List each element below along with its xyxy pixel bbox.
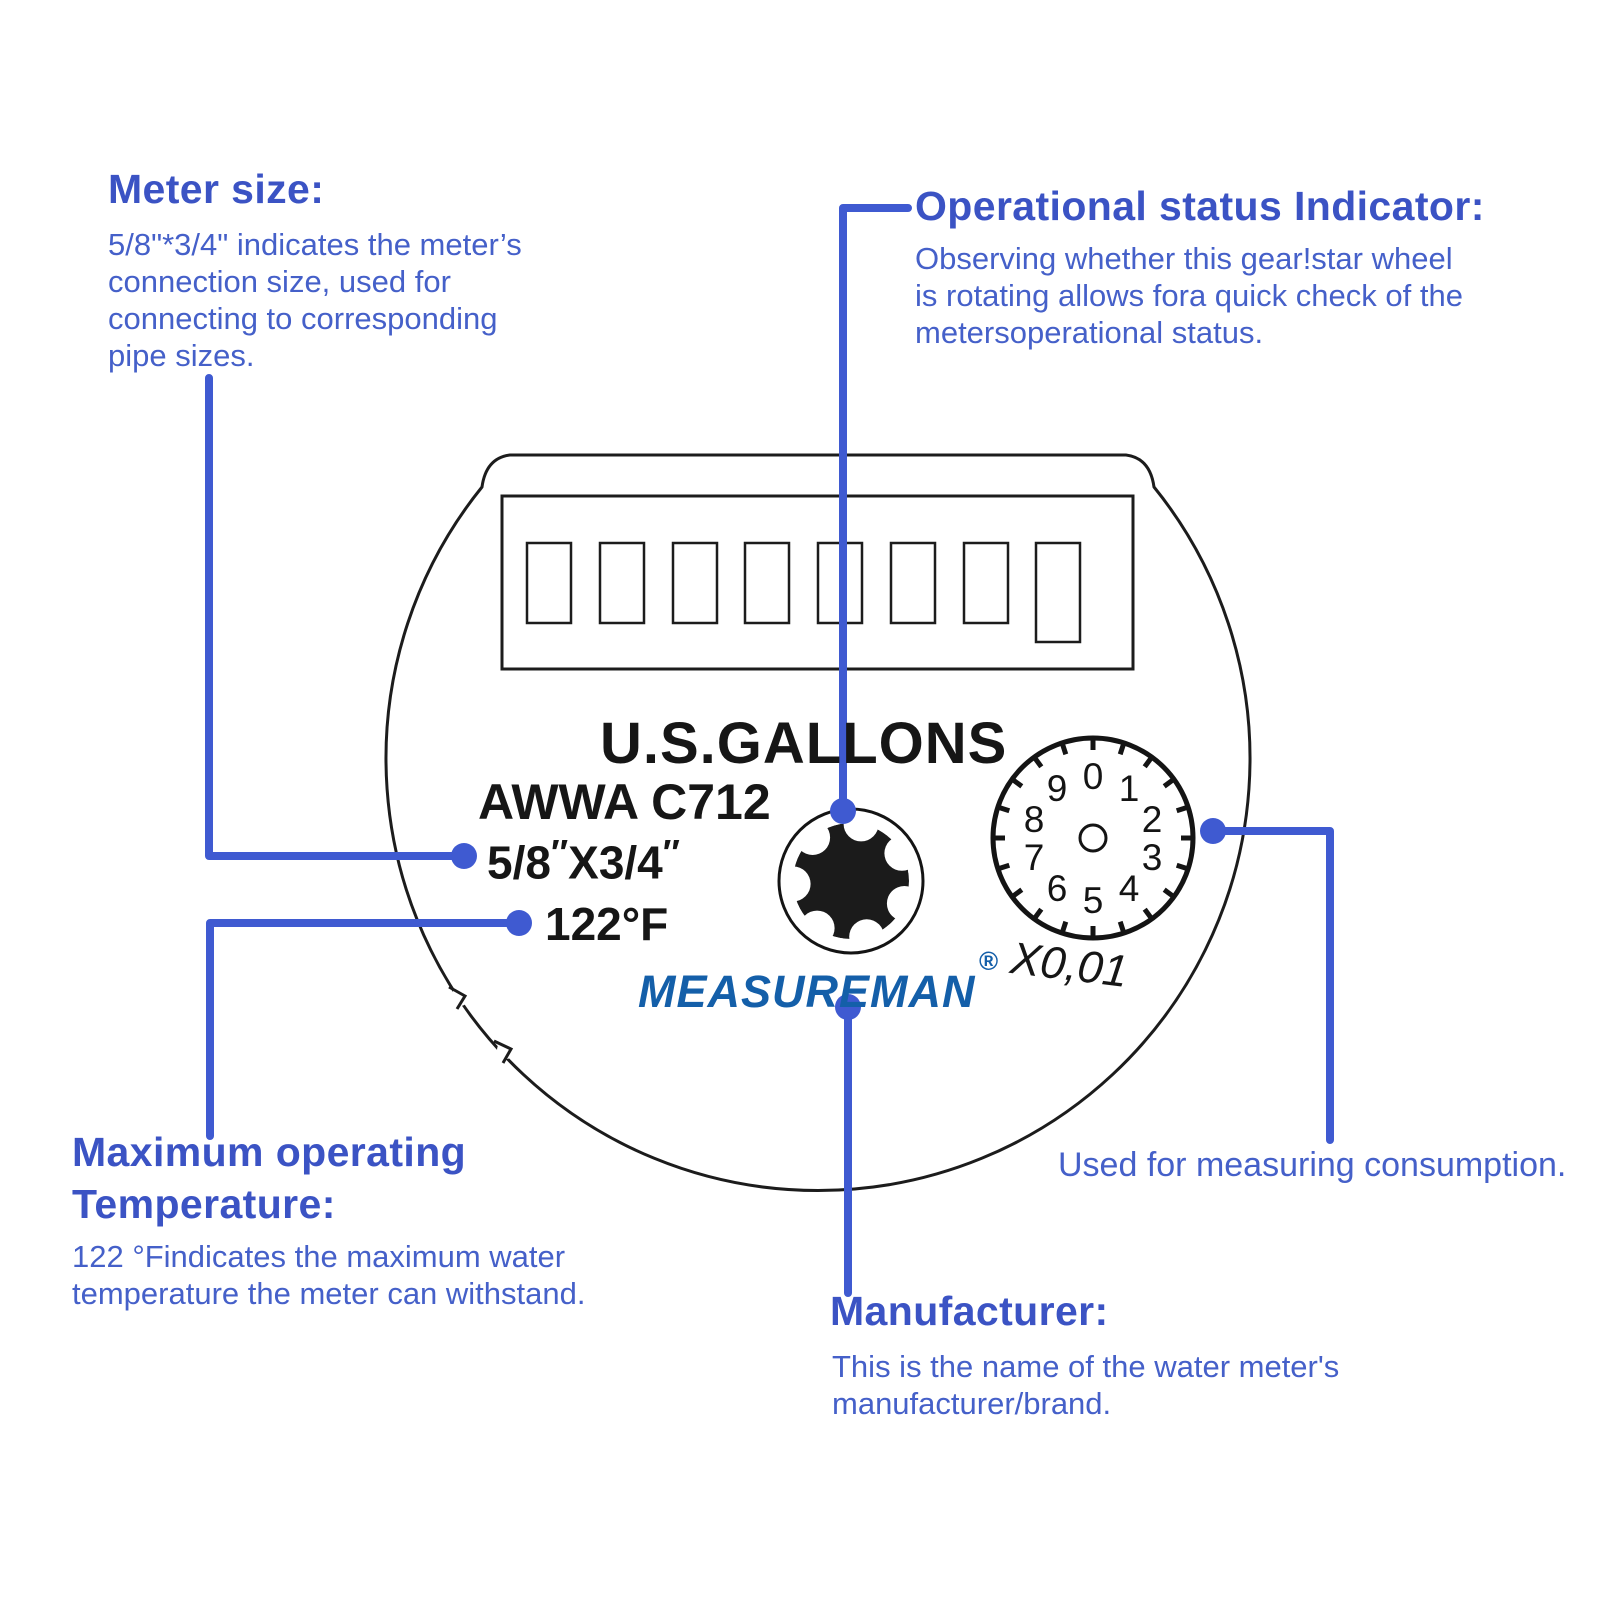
dial-digits: 0 1 2 3 4 5 6 7 8 9 (1024, 756, 1163, 921)
dial-digit: 6 (1047, 868, 1068, 909)
connection-size-label: 5/8″X3/4″ (487, 833, 680, 890)
registered-trademark-mark: ® (979, 946, 999, 976)
dot-op-status (830, 798, 856, 824)
brand-logo: MEASUREMAN (638, 966, 976, 1017)
register-digit-boxes (525, 541, 1082, 644)
connection-size-base1: 5/8 (487, 836, 551, 889)
standard-label: AWWA C712 (478, 774, 771, 830)
dial-digit: 0 (1083, 756, 1104, 797)
dial-digit: 4 (1119, 868, 1140, 909)
operational-status-line: Observing whether this gear!star wheel (915, 241, 1453, 276)
dial-digit: 2 (1142, 799, 1163, 840)
consumption-caption: Used for measuring consumption. (1058, 1146, 1567, 1184)
inch-prime: ″ (550, 833, 569, 873)
meter-size-description: 5/8"*3/4" indicates the meter’s connecti… (108, 226, 522, 374)
max-temp-line: 122 °Findicates the maximum water (72, 1239, 566, 1274)
meter-size-line: pipe sizes. (108, 338, 255, 373)
operational-status-description: Observing whether this gear!star wheel i… (915, 240, 1463, 351)
connector-op-status (839, 204, 912, 808)
callout-connectors (205, 204, 1334, 1297)
connector-consumption (1218, 827, 1334, 1144)
manufacturer-line: This is the name of the water meter's (832, 1349, 1340, 1384)
dot-max-temp (506, 910, 532, 936)
manufacturer-description: This is the name of the water meter's ma… (832, 1348, 1339, 1422)
test-dial: 0 1 2 3 4 5 6 7 8 9 (990, 735, 1196, 941)
dial-digit: 1 (1119, 768, 1140, 809)
meter-size-line: connecting to corresponding (108, 301, 498, 336)
inch-prime: ″ (662, 833, 680, 873)
operational-status-heading: Operational status Indicator: (915, 183, 1485, 229)
max-temp-line: temperature the meter can withstand. (72, 1276, 586, 1311)
connector-max-temp (206, 919, 511, 1140)
unit-label: U.S.GALLONS (600, 711, 1008, 776)
max-temp-heading-line: Temperature: (72, 1181, 336, 1227)
max-temp-heading: Maximum operating Temperature: (72, 1126, 466, 1230)
dial-digit: 5 (1083, 880, 1104, 921)
meter-size-line: 5/8"*3/4" indicates the meter’s (108, 227, 522, 262)
meter-size-heading: Meter size: (108, 166, 325, 212)
dial-ticks (991, 736, 1195, 940)
manufacturer-heading: Manufacturer: (830, 1288, 1109, 1334)
dot-manufacturer (835, 994, 861, 1020)
star-wheel (777, 807, 925, 955)
connector-meter-size (205, 374, 456, 860)
dial-digit: 8 (1024, 799, 1045, 840)
dial-center-pin (1078, 823, 1108, 853)
connection-size-base2: X3/4 (568, 836, 663, 889)
manufacturer-line: manufacturer/brand. (832, 1386, 1112, 1421)
callout-dots (451, 798, 1226, 1020)
operational-status-line: metersoperational status. (915, 315, 1264, 350)
meter-size-line: connection size, used for (108, 264, 451, 299)
max-temperature-label: 122°F (545, 898, 669, 950)
rim-notches (448, 985, 515, 1064)
dot-consumption (1200, 818, 1226, 844)
max-temp-heading-line: Maximum operating (72, 1129, 467, 1175)
max-temp-description: 122 °Findicates the maximum water temper… (72, 1238, 585, 1312)
dial-digit: 3 (1142, 837, 1163, 878)
operational-status-line: is rotating allows fora quick check of t… (915, 278, 1463, 313)
dot-meter-size (451, 843, 477, 869)
dial-digit: 9 (1047, 768, 1068, 809)
dial-digit: 7 (1024, 837, 1045, 878)
